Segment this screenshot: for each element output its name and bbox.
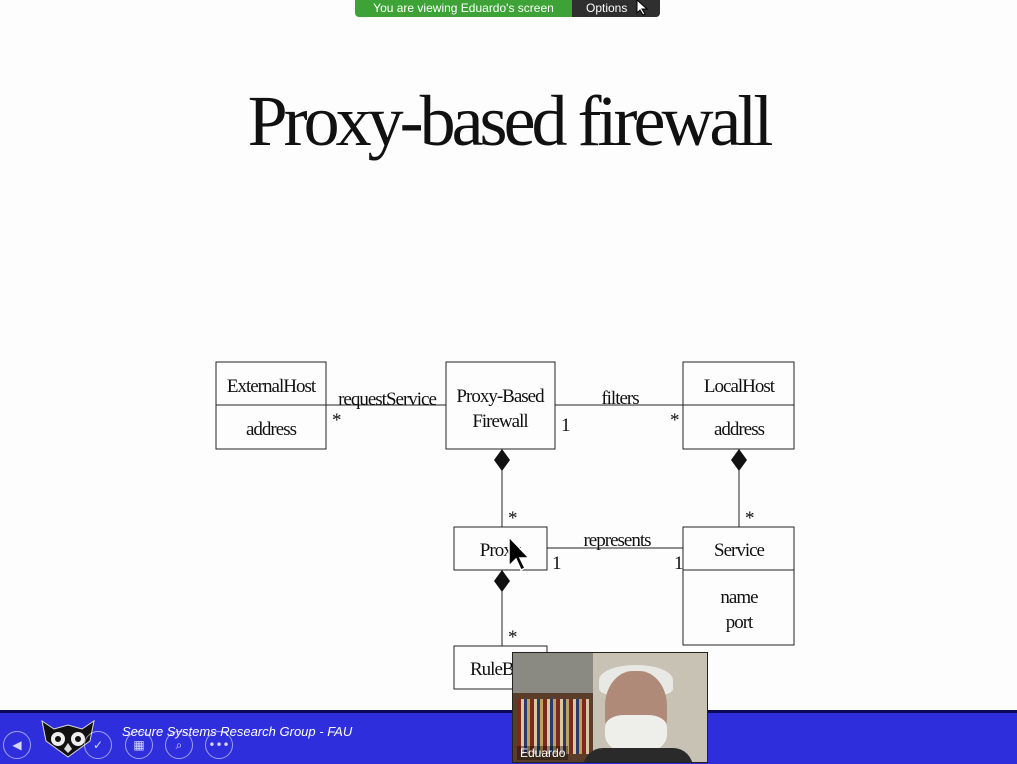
class-name-local-host: LocalHost [704, 376, 776, 397]
zoom-icon[interactable]: ⌕ [165, 731, 193, 759]
pen-icon[interactable]: ✓ [84, 731, 112, 759]
class-name-rule: RuleB [470, 659, 514, 680]
class-attr-local-host-address: address [714, 419, 765, 440]
slide-title: Proxy-based firewall [247, 81, 774, 161]
screen-share-banner: You are viewing Eduardo's screen Options [355, 0, 660, 17]
previous-icon[interactable]: ◀ [3, 731, 31, 759]
class-attr-service-port: port [726, 612, 754, 633]
class-proxy-based-firewall: Proxy-Based Firewall [445, 361, 556, 450]
class-name-external-host: ExternalHost [227, 376, 317, 397]
composition-diamond-firewall [494, 449, 510, 471]
mult-firewall-proxy: * [508, 508, 517, 529]
mult-represents-right: 1 [674, 553, 683, 574]
mult-proxy-rule: * [508, 627, 517, 648]
options-cursor-icon [636, 0, 649, 16]
class-attr-external-host-address: address [246, 419, 297, 440]
participant-name: Eduardo [517, 746, 569, 760]
grid-icon[interactable]: ▦ [125, 731, 153, 759]
mult-localhost-service: * [745, 508, 754, 529]
mouse-cursor-icon [508, 536, 531, 572]
composition-diamond-proxy [494, 570, 510, 592]
mult-request-service-left: * [332, 410, 341, 431]
more-icon[interactable]: ••• [205, 731, 233, 759]
mult-filters-right: * [670, 410, 679, 431]
class-attr-service-name: name [720, 587, 758, 608]
assoc-label-filters: filters [601, 388, 639, 409]
composition-diamond-localhost [731, 449, 747, 471]
footer-text: Secure Systems Research Group - FAU [122, 724, 353, 739]
class-proxy: Proxy [453, 526, 548, 571]
class-service: Service name port [682, 526, 795, 646]
slide-footer: Secure Systems Research Group - FAU ◀ ▦ … [0, 710, 1017, 764]
class-local-host: LocalHost address [682, 361, 795, 450]
class-external-host: ExternalHost address [215, 361, 327, 450]
class-name-firewall-line1: Proxy-Based [456, 386, 545, 407]
owl-logo-icon [38, 717, 98, 764]
class-name-service: Service [714, 540, 765, 561]
mult-represents-left: 1 [552, 553, 561, 574]
mult-filters-left: 1 [561, 415, 570, 436]
viewing-status-text: You are viewing Eduardo's screen [355, 0, 572, 17]
shoulders [583, 748, 693, 762]
class-name-firewall-line2: Firewall [472, 411, 528, 432]
assoc-label-represents: represents [583, 530, 651, 551]
participant-video[interactable]: Eduardo [512, 652, 708, 763]
books [517, 699, 589, 754]
assoc-label-request-service: requestService [338, 389, 436, 410]
